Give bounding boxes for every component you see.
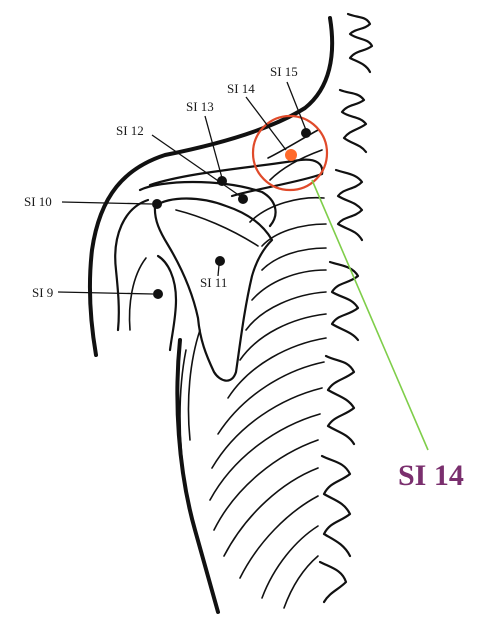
si9-point: [153, 289, 163, 299]
si11-point: [215, 256, 225, 266]
si10-point: [152, 199, 162, 209]
si10-label: SI 10: [24, 194, 52, 209]
si14-highlight-point: [285, 149, 297, 161]
spine: [318, 12, 374, 604]
si15-point: [301, 128, 311, 138]
highlight-circle: [251, 114, 329, 192]
si11-label: SI 11: [200, 275, 227, 290]
pointer-line: [311, 179, 429, 451]
scapula: [114, 129, 324, 382]
si12-point: [238, 194, 248, 204]
si13-point: [217, 176, 227, 186]
si13-label: SI 13: [186, 99, 214, 114]
si14-label: SI 14: [227, 81, 255, 96]
si14-callout-label: SI 14: [398, 459, 464, 492]
si12-label: SI 12: [116, 123, 144, 138]
body-outline: [87, 16, 335, 357]
ribs: [179, 196, 327, 609]
acupoints: [57, 81, 311, 299]
si9-label: SI 9: [32, 285, 53, 300]
back-outline: [175, 338, 220, 614]
si15-label: SI 15: [270, 64, 298, 79]
